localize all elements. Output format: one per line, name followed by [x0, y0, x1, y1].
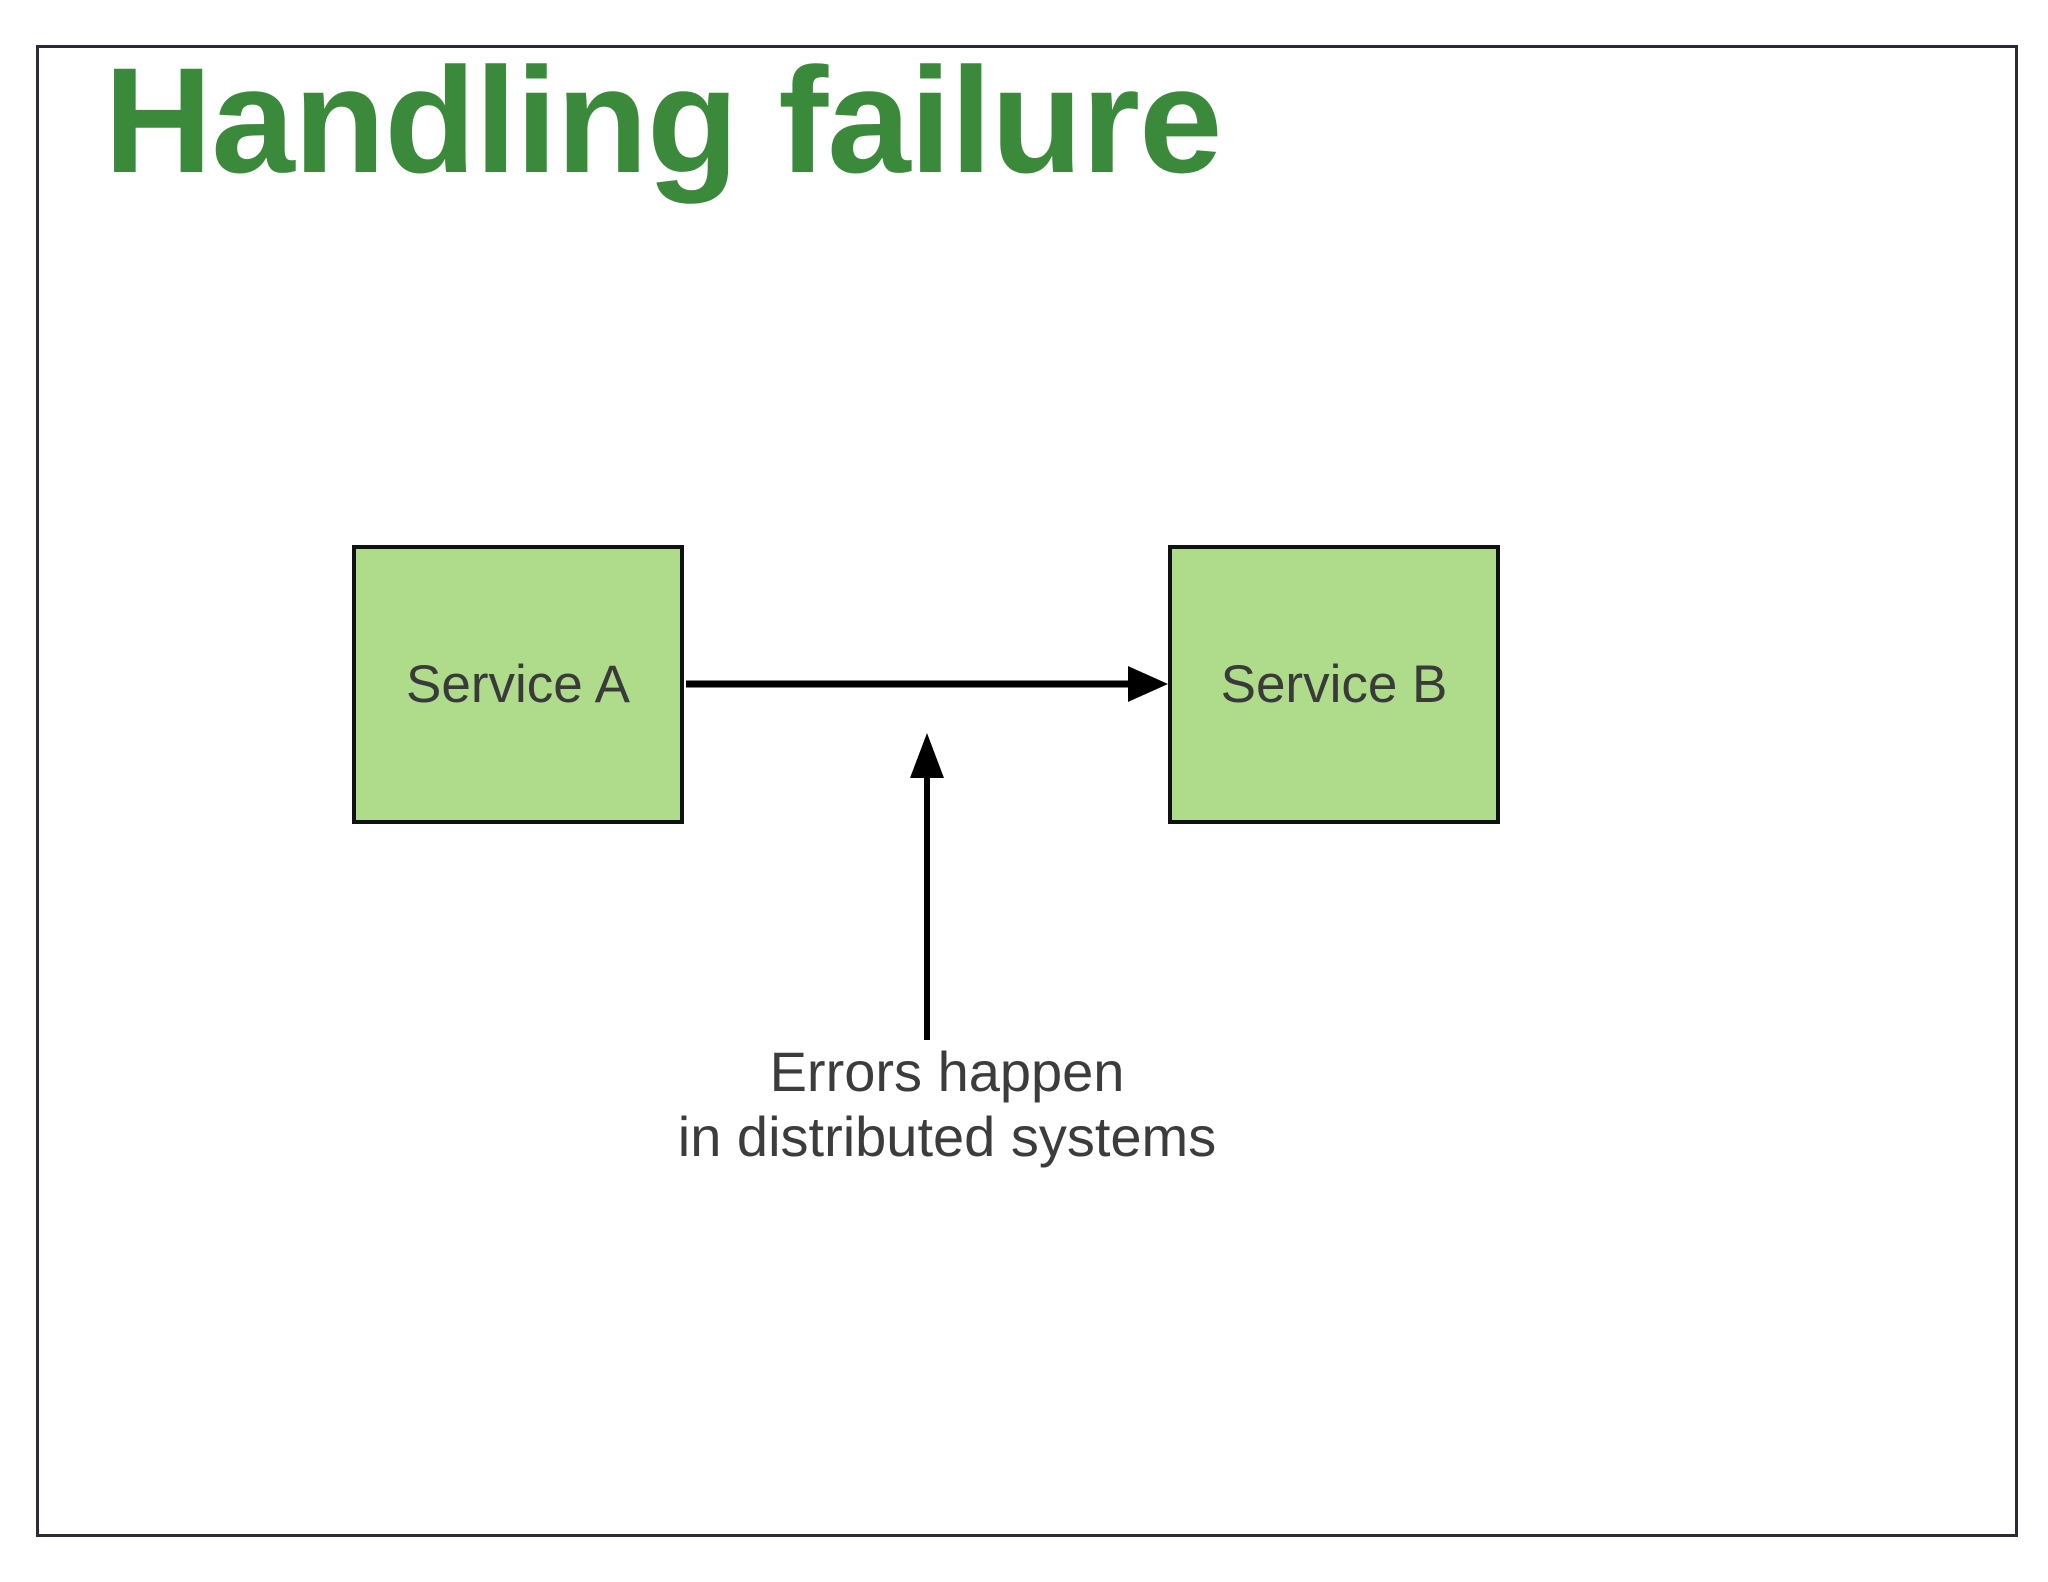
- diagram-node-label: Service A: [406, 655, 630, 714]
- diagram-node-label: Service B: [1220, 655, 1448, 714]
- page-title: Handling failure: [104, 36, 1222, 204]
- diagram-node-service-a[interactable]: Service A: [352, 545, 684, 824]
- callout-line-2: in distributed systems: [677, 1104, 1217, 1168]
- callout-annotation: Errors happen in distributed systems: [547, 1040, 1347, 1170]
- callout-line-1: Errors happen: [769, 1040, 1125, 1103]
- slide-frame: [36, 45, 2018, 1537]
- diagram-node-service-b[interactable]: Service B: [1168, 545, 1500, 824]
